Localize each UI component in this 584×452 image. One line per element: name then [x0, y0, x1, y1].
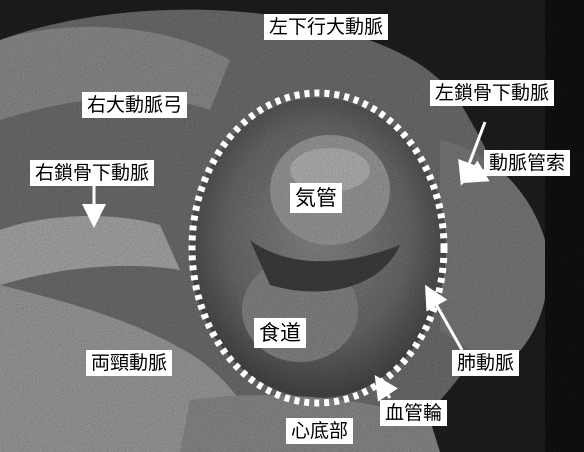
- label-right-subclavian-artery: 右鎖骨下動脈: [30, 160, 155, 186]
- label-cardiac-base: 心底部: [286, 418, 354, 444]
- label-esophagus: 食道: [254, 318, 306, 348]
- label-vascular-ring: 血管輪: [380, 400, 448, 426]
- label-bicarotid-trunk: 両頸動脈: [86, 350, 173, 376]
- arrow-ductal-ligament: [462, 160, 490, 184]
- label-left-subclavian-artery: 左鎖骨下動脈: [430, 80, 555, 106]
- arrow-pulmonary-artery: [425, 284, 464, 351]
- label-ductal-ligament: 動脈管索: [484, 150, 571, 176]
- arrow-vascular-ring: [374, 375, 398, 402]
- label-pulmonary-artery: 肺動脈: [452, 350, 520, 376]
- vascular-ring-outline: [188, 89, 448, 407]
- label-trachea: 気管: [290, 183, 342, 213]
- label-right-aortic-arch: 右大動脈弓: [82, 92, 188, 118]
- label-left-descending-aorta: 左下行大動脈: [264, 14, 389, 40]
